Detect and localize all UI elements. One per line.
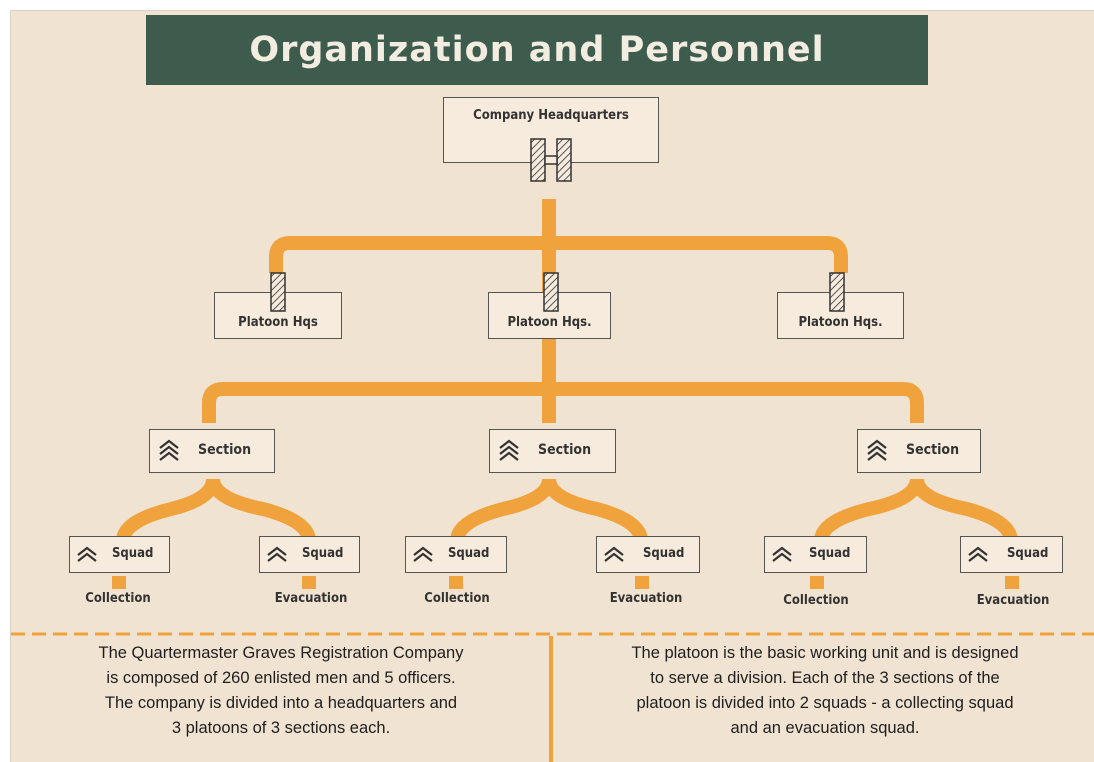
platoon-hq-label: Platoon Hqs. bbox=[798, 315, 883, 330]
squad-caption-collection: Collection bbox=[783, 593, 849, 608]
squad-caption-evacuation: Evacuation bbox=[274, 591, 348, 606]
company-description-line: is composed of 260 enlisted men and 5 of… bbox=[106, 669, 456, 687]
platoon-description: The platoon is the basic working unit an… bbox=[555, 641, 1094, 741]
platoon-description-line: The platoon is the basic working unit an… bbox=[631, 644, 1019, 662]
platoon-bar-insignia-icon bbox=[270, 272, 286, 312]
staff-sergeant-chevron-icon bbox=[867, 439, 887, 461]
sergeant-chevron-icon bbox=[604, 546, 624, 562]
platoon-hq-box: Platoon Hqs. bbox=[488, 292, 611, 339]
company-hq-label: Company Headquarters bbox=[473, 108, 629, 123]
section-3-squad-connector-b bbox=[910, 478, 1018, 542]
platoon-description-line: to serve a division. Each of the 3 secti… bbox=[650, 669, 1000, 687]
section-label: Section bbox=[198, 442, 252, 458]
section-2-squad-connector-b bbox=[542, 478, 648, 542]
company-description-line: The Quartermaster Graves Registration Co… bbox=[98, 644, 464, 662]
section-3-squad-stubs bbox=[810, 576, 1019, 589]
company-description-line: The company is divided into a headquarte… bbox=[104, 694, 458, 712]
section-2-squad-stubs bbox=[449, 576, 649, 589]
title-banner: Organization and Personnel bbox=[146, 15, 928, 85]
squad-box: Squad bbox=[259, 536, 360, 573]
squad-box: Squad bbox=[596, 536, 700, 573]
company-hq-insignia-icon bbox=[530, 138, 572, 182]
squad-label: Squad bbox=[643, 546, 685, 561]
platoon-bar-insignia-icon bbox=[829, 272, 845, 312]
platoon-hq-label: Platoon Hqs bbox=[238, 315, 318, 330]
squad-label: Squad bbox=[112, 546, 154, 561]
squad-label: Squad bbox=[302, 546, 344, 561]
squad-label: Squad bbox=[809, 546, 851, 561]
company-hq-box: Company Headquarters bbox=[443, 97, 659, 163]
squad-label: Squad bbox=[448, 546, 490, 561]
squad-label: Squad bbox=[1007, 546, 1049, 561]
platoon-hq-label: Platoon Hqs. bbox=[507, 315, 592, 330]
section-2-squad-connector bbox=[450, 478, 556, 542]
section-bar-connector bbox=[202, 382, 924, 423]
poster: Organization and Personnel Company Headq… bbox=[10, 10, 1094, 762]
squad-caption-evacuation: Evacuation bbox=[976, 593, 1050, 608]
squad-box: Squad bbox=[960, 536, 1063, 573]
squad-caption-evacuation: Evacuation bbox=[609, 591, 683, 606]
platoon-description-line: and an evacuation squad. bbox=[730, 719, 920, 737]
squad-box: Squad bbox=[405, 536, 507, 573]
staff-sergeant-chevron-icon bbox=[499, 439, 519, 461]
section-label: Section bbox=[906, 442, 960, 458]
squad-caption-collection: Collection bbox=[85, 591, 151, 606]
org-chart-connectors bbox=[11, 199, 1094, 762]
squad-caption-collection: Collection bbox=[424, 591, 490, 606]
squad-box: Squad bbox=[764, 536, 867, 573]
sergeant-chevron-icon bbox=[413, 546, 433, 562]
section-1-squad-connector bbox=[116, 478, 220, 542]
platoon-bar-insignia-icon bbox=[543, 272, 559, 312]
section-box: Section bbox=[489, 429, 616, 473]
sergeant-chevron-icon bbox=[77, 546, 97, 562]
section-box: Section bbox=[857, 429, 981, 473]
platoon-bar-connector bbox=[269, 236, 848, 273]
section-1-squad-stubs bbox=[112, 576, 316, 589]
squad-box: Squad bbox=[69, 536, 170, 573]
sergeant-chevron-icon bbox=[772, 546, 792, 562]
section-3-squad-connector bbox=[814, 478, 924, 542]
sergeant-chevron-icon bbox=[968, 546, 988, 562]
sergeant-chevron-icon bbox=[267, 546, 287, 562]
section-1-squad-connector-b bbox=[206, 478, 316, 542]
platoon-description-line: platoon is divided into 2 squads - a col… bbox=[636, 694, 1014, 712]
company-description: The Quartermaster Graves Registration Co… bbox=[11, 641, 551, 741]
staff-sergeant-chevron-icon bbox=[159, 439, 179, 461]
page-title: Organization and Personnel bbox=[249, 30, 825, 70]
company-description-line: 3 platoons of 3 sections each. bbox=[171, 719, 391, 737]
section-label: Section bbox=[538, 442, 592, 458]
section-box: Section bbox=[149, 429, 275, 473]
